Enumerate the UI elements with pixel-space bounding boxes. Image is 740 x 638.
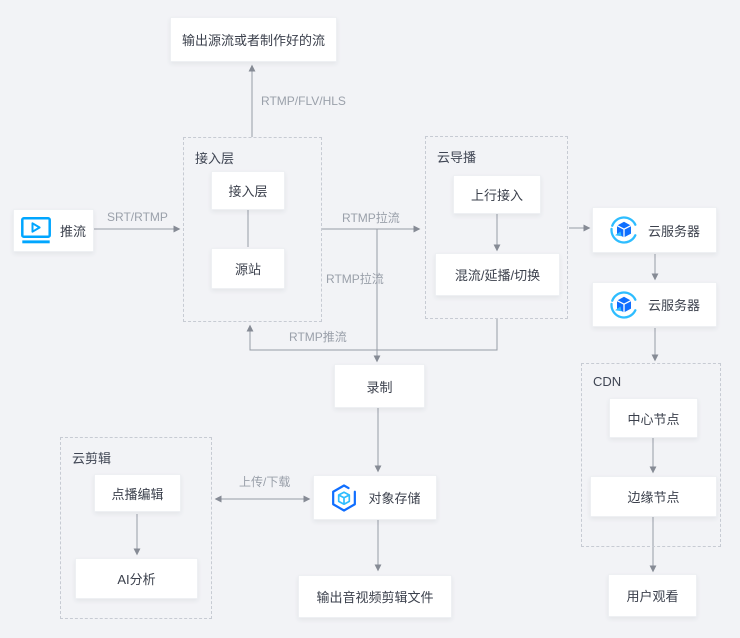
- node-record: 录制: [334, 364, 425, 408]
- node-object-storage-label: 对象存储: [368, 491, 421, 506]
- node-origin-server: 源站: [211, 248, 285, 289]
- edge-label-rtmp-pull-mid: RTMP拉流: [326, 272, 384, 286]
- edge-label-rtmp-flv-hls: RTMP/FLV/HLS: [261, 94, 346, 108]
- node-viewer: 用户观看: [608, 574, 697, 617]
- node-output-stream: 输出源流或者制作好的流: [170, 17, 337, 62]
- node-record-label: 录制: [366, 379, 393, 395]
- node-vod-edit: 点播编辑: [94, 474, 181, 512]
- group-cdn: CDN: [581, 363, 721, 547]
- edge-label-rtmp-pull-top: RTMP拉流: [342, 211, 400, 225]
- node-edge-node-label: 边缘节点: [627, 490, 680, 505]
- node-push-stream: 推流: [13, 209, 94, 252]
- node-edge-node: 边缘节点: [590, 476, 717, 517]
- node-ai-analysis: AI分析: [75, 558, 198, 599]
- node-cloud-server-1: 云服务器: [592, 207, 717, 253]
- node-uplink-access-label: 上行接入: [470, 188, 523, 203]
- group-cloud-director-label: 云导播: [437, 150, 477, 165]
- node-vod-edit-label: 点播编辑: [111, 486, 164, 502]
- edge-label-upload-download: 上传/下载: [239, 475, 291, 489]
- edge-label-srt-rtmp: SRT/RTMP: [107, 210, 168, 224]
- node-viewer-label: 用户观看: [626, 589, 679, 604]
- node-access-layer: 接入层: [211, 171, 285, 210]
- node-ai-analysis-label: AI分析: [117, 572, 156, 587]
- node-push-stream-label: 推流: [59, 224, 86, 239]
- node-output-stream-label: 输出源流或者制作好的流: [181, 33, 325, 48]
- group-cloud-director: 云导播: [425, 136, 568, 319]
- group-cloud-editing-label: 云剪辑: [72, 451, 112, 466]
- node-uplink-access: 上行接入: [453, 175, 541, 214]
- group-access-layer-label: 接入层: [195, 151, 235, 166]
- video-player-icon: [21, 217, 51, 244]
- node-access-layer-label: 接入层: [228, 184, 268, 199]
- node-mix-delay-switch-label: 混流/延播/切换: [454, 268, 541, 283]
- node-output-file: 输出音视频剪辑文件: [298, 575, 452, 618]
- node-cloud-server-1-label: 云服务器: [647, 223, 700, 239]
- cloud-server-icon: [609, 290, 639, 320]
- node-mix-delay-switch: 混流/延播/切换: [435, 253, 560, 296]
- node-cloud-server-2-label: 云服务器: [647, 298, 700, 313]
- node-center-node: 中心节点: [609, 398, 698, 438]
- group-access-layer: 接入层: [183, 137, 322, 322]
- object-storage-icon: [329, 483, 359, 513]
- edge-label-rtmp-push: RTMP推流: [289, 330, 347, 344]
- node-cloud-server-2: 云服务器: [592, 282, 717, 327]
- node-origin-server-label: 源站: [234, 262, 261, 277]
- cloud-server-icon: [609, 215, 639, 245]
- node-object-storage: 对象存储: [313, 475, 437, 520]
- node-output-file-label: 输出音视频剪辑文件: [316, 590, 434, 605]
- group-cdn-label: CDN: [593, 374, 622, 389]
- node-center-node-label: 中心节点: [627, 411, 680, 427]
- edge-director-to-access-rtmp-push: [246, 319, 498, 351]
- group-cloud-editing: 云剪辑: [60, 437, 212, 619]
